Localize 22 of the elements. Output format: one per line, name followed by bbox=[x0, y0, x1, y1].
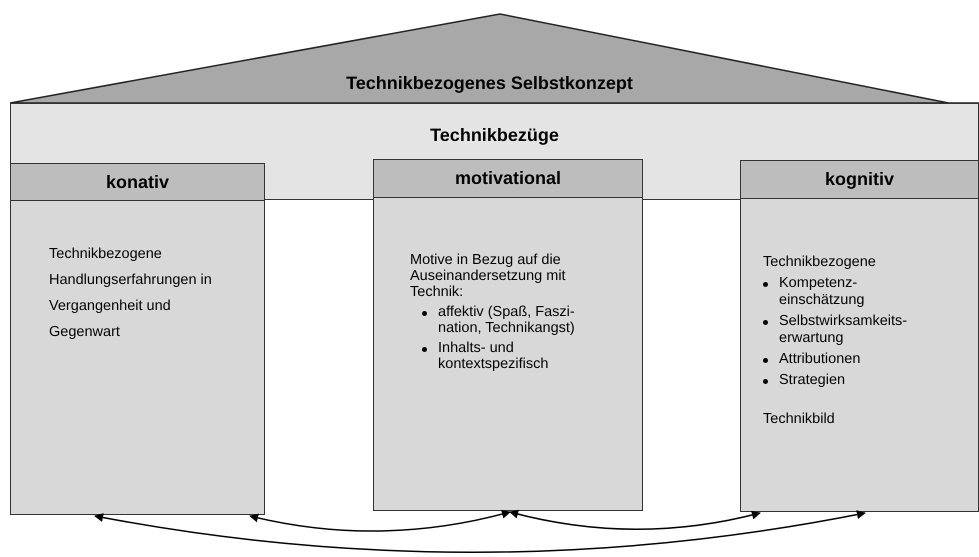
band-title: Technikbezüge bbox=[430, 124, 559, 147]
pillar-box bbox=[373, 159, 643, 511]
bullet-text: Inhalts- und kontextspezifisch bbox=[438, 340, 550, 372]
curved-arrow bbox=[249, 510, 511, 532]
bullet-text: Kompetenz-einschätzung bbox=[779, 275, 866, 309]
pillar-box bbox=[740, 160, 979, 512]
pillar-header: kognitiv bbox=[741, 161, 978, 199]
body-text: Technikbezogene Handlungserfahrungen in Vergangenheit und Gegenwart bbox=[49, 245, 213, 342]
curved-arrow bbox=[509, 510, 761, 530]
roof-title: Technikbezogenes Selbstkonzept bbox=[345, 72, 634, 95]
band bbox=[10, 103, 979, 160]
bullet-text: Selbstwirksamkeits-erwartung bbox=[779, 313, 908, 347]
body-text: Technikbezogene bbox=[763, 254, 877, 271]
pillar-header: motivational bbox=[374, 160, 642, 198]
pillar-header: konativ bbox=[11, 164, 264, 201]
bullet-text: affektiv (Spaß, Faszi-nation, Technikangst) bbox=[438, 304, 576, 336]
curved-arrow bbox=[94, 510, 866, 553]
bullet-text: Attributionen bbox=[779, 351, 860, 368]
bullet-text: Strategien bbox=[779, 372, 846, 389]
body-text: Motive in Bezug auf die Auseinandersetzung mit Technik: bbox=[410, 252, 567, 300]
pillar-box bbox=[10, 163, 265, 515]
body-text: Technikbild bbox=[763, 411, 836, 428]
